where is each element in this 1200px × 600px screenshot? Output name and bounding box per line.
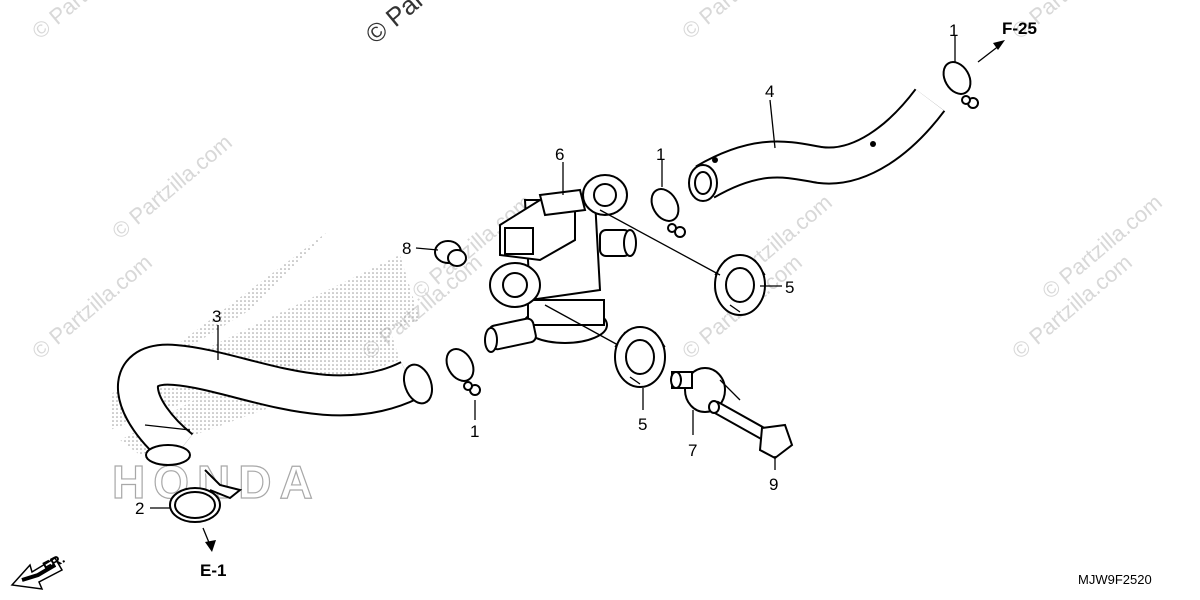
callout-8: 8 xyxy=(402,239,411,258)
air-suction-hose-4 xyxy=(688,88,946,202)
callout-2: 2 xyxy=(135,499,144,518)
air-suction-hose-3 xyxy=(117,343,434,467)
ref-arrow-f25 xyxy=(977,40,1005,63)
callout-6: 6 xyxy=(555,145,564,164)
nut-8 xyxy=(434,240,467,267)
callout-9: 9 xyxy=(769,475,778,494)
watermark: © Partzilla.com xyxy=(27,249,157,363)
callout-5: 5 xyxy=(638,415,647,434)
callout-1: 1 xyxy=(949,21,958,40)
callout-1: 1 xyxy=(470,422,479,441)
tube-clip-1 xyxy=(942,61,979,109)
watermark: © Partzilla.com xyxy=(27,0,157,44)
callout-4: 4 xyxy=(765,82,774,101)
hose-clamp-2 xyxy=(169,469,243,523)
bolt-9 xyxy=(708,400,794,460)
rubber-mount-5 xyxy=(714,254,766,316)
ref-label-e1: E-1 xyxy=(200,561,226,580)
callout-5: 5 xyxy=(785,278,794,297)
ref-label-f25: F-25 xyxy=(1002,19,1037,38)
callout-1: 1 xyxy=(656,145,665,164)
leader-lines xyxy=(150,35,956,509)
watermark: © Partzilla.com xyxy=(107,129,237,243)
top-watermark: © Par xyxy=(360,0,431,50)
watermark: © Partzilla.com xyxy=(677,0,807,44)
pair-solenoid-valve xyxy=(484,174,637,353)
rubber-mount-5 xyxy=(614,326,666,388)
diagram-code: MJW9F2520 xyxy=(1078,572,1152,587)
tube-clip-1 xyxy=(650,188,686,238)
tube-clip-1 xyxy=(445,348,481,396)
callout-7: 7 xyxy=(688,441,697,460)
front-arrow xyxy=(10,556,64,590)
callout-3: 3 xyxy=(212,307,221,326)
ref-arrow-e1 xyxy=(202,527,216,552)
